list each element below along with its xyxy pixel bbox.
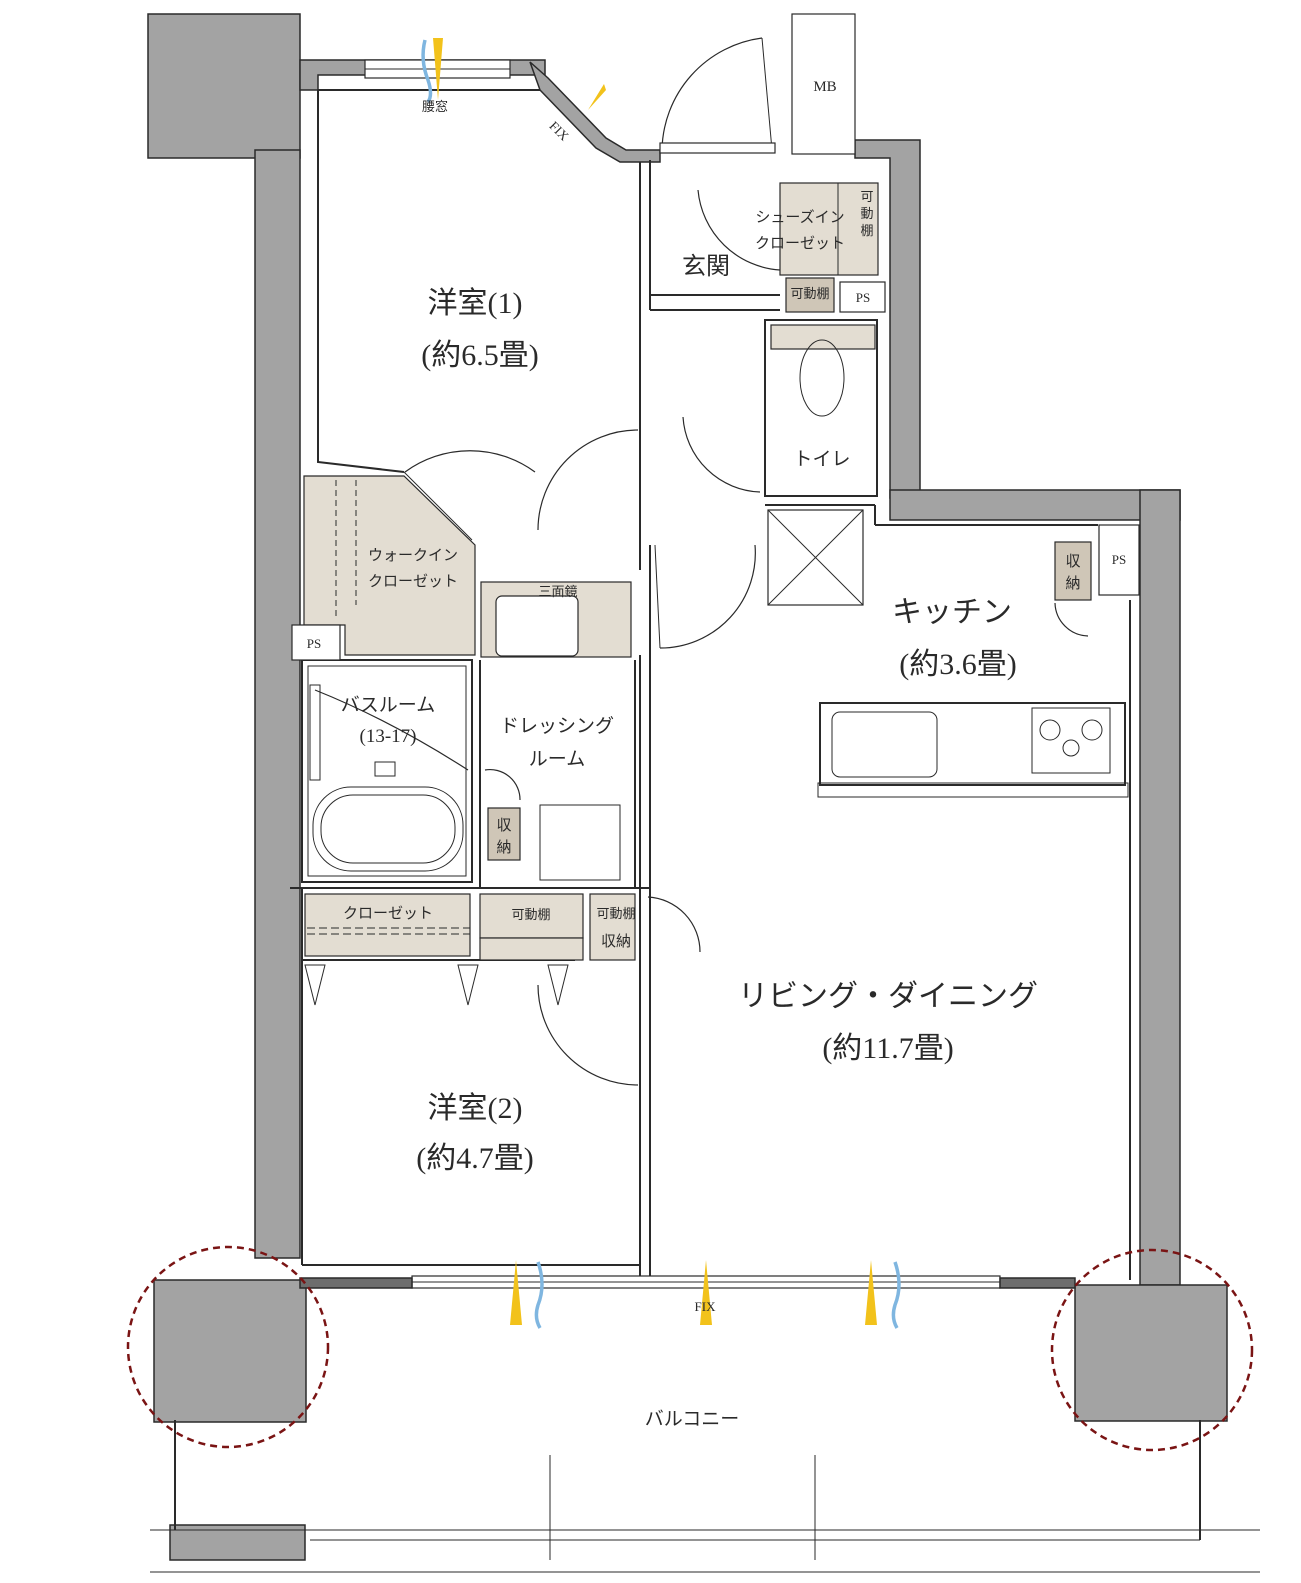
bath-fixtures bbox=[309, 339, 845, 881]
dressing-room-line1: ドレッシング bbox=[500, 715, 614, 737]
triple-mirror-label: 三面鏡 bbox=[538, 584, 577, 599]
mb-label: MB bbox=[813, 79, 836, 95]
kitchen-name: キッチン bbox=[892, 596, 1012, 629]
column-mark-right bbox=[1050, 1248, 1254, 1452]
bathroom-name: バスルーム bbox=[341, 695, 435, 716]
closet-label: クローゼット bbox=[343, 905, 433, 922]
kitchen-fixtures bbox=[767, 509, 1129, 798]
movable-shelf-closet: 可動棚 bbox=[511, 907, 550, 922]
ps-boxes bbox=[291, 281, 1140, 661]
western-room-2-size: (約4.7畳) bbox=[416, 1142, 533, 1175]
dressing-storage-1: 収 bbox=[496, 817, 511, 834]
living-size: (約11.7畳) bbox=[822, 1032, 953, 1065]
western-room-2-name: 洋室(2) bbox=[428, 1092, 523, 1125]
movable-shelf-vertical-1: 可 bbox=[860, 189, 873, 204]
living-name: リビング・ダイニング bbox=[738, 980, 1038, 1013]
structural-walls bbox=[147, 13, 1228, 1561]
wic-line2: クローゼット bbox=[368, 573, 458, 590]
balcony-label: バルコニー bbox=[645, 1409, 740, 1430]
kitchen-storage-2: 納 bbox=[1065, 575, 1080, 592]
movable-shelf-storage: 可動棚 bbox=[596, 906, 635, 921]
fix-label-top: FIX bbox=[546, 118, 572, 144]
toilet-label: トイレ bbox=[793, 449, 850, 470]
doors bbox=[304, 37, 1089, 1086]
sic-line1: シューズイン bbox=[755, 209, 844, 226]
kitchen-storage-1: 収 bbox=[1065, 553, 1080, 570]
room-outlines bbox=[290, 61, 1131, 1285]
ps-label-bath: PS bbox=[307, 636, 321, 651]
ps-label-kitchen: PS bbox=[1112, 552, 1126, 567]
movable-shelf-vertical-2: 動 bbox=[860, 206, 873, 221]
wic-line1: ウォークイン bbox=[368, 547, 458, 564]
ventilation-marks bbox=[421, 38, 901, 1329]
sic-line2: クローゼット bbox=[755, 235, 845, 252]
bathroom-size: (13-17) bbox=[360, 726, 417, 747]
western-room-1-size: (約6.5畳) bbox=[421, 339, 538, 372]
ps-label-entrance: PS bbox=[856, 290, 870, 305]
storage-areas bbox=[303, 182, 1092, 961]
labels: 洋室(1) (約6.5畳) 洋室(2) (約4.7畳) キッチン (約3.6畳)… bbox=[307, 79, 1126, 1430]
entrance-label: 玄関 bbox=[682, 253, 730, 280]
movable-shelf-entrance: 可動棚 bbox=[790, 286, 829, 301]
dressing-storage-2: 納 bbox=[496, 839, 511, 856]
storage-label: 収納 bbox=[601, 933, 631, 950]
western-room-1-name: 洋室(1) bbox=[428, 287, 523, 320]
kitchen-size: (約3.6畳) bbox=[899, 648, 1016, 681]
waist-window-label: 腰窓 bbox=[422, 99, 448, 114]
dressing-room-line2: ルーム bbox=[529, 749, 585, 770]
movable-shelf-vertical-3: 棚 bbox=[860, 223, 873, 238]
balcony bbox=[150, 1420, 1260, 1573]
column-mark-left bbox=[126, 1245, 330, 1449]
fix-label-bottom: FIX bbox=[695, 1299, 717, 1314]
